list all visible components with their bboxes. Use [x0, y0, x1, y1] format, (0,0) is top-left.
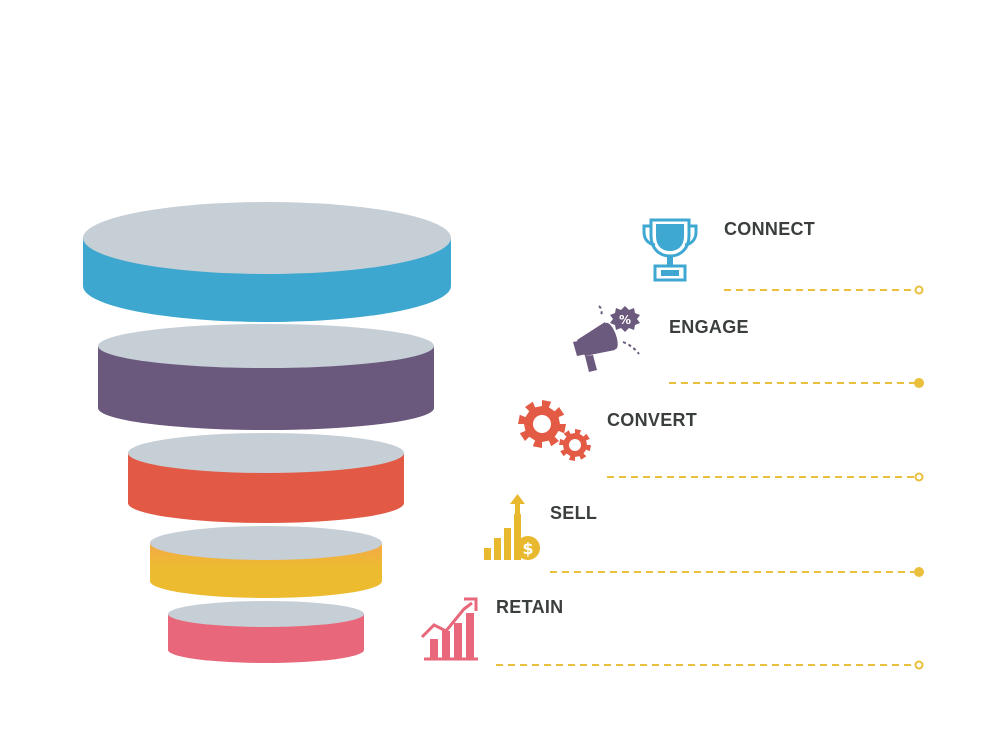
gears-icon: [518, 400, 591, 461]
funnel-layer-side: [168, 614, 364, 663]
funnel-layer-top: [128, 433, 404, 473]
funnel-layer-engage: [98, 324, 434, 430]
leader-dot-sell: [914, 567, 924, 577]
stage-label-retain: RETAIN: [496, 597, 564, 617]
megaphone-icon: %: [573, 305, 640, 372]
funnel-layer-connect: [83, 202, 451, 322]
leader-dot-convert: [914, 472, 924, 482]
svg-text:%: %: [619, 313, 631, 327]
growth-coin-icon: $: [484, 494, 540, 560]
stage-label-sell: SELL: [550, 503, 598, 523]
funnel-layer-top: [98, 324, 434, 368]
funnel-layer-side: [98, 346, 434, 430]
stage-label-convert: CONVERT: [607, 410, 698, 430]
rising-chart-icon: [420, 597, 478, 661]
leader-dot-connect: [914, 285, 924, 295]
stage-label-engage: ENGAGE: [669, 317, 749, 337]
stage-label-connect: CONNECT: [724, 219, 816, 239]
funnel-layer-top: [83, 202, 451, 274]
funnel-layer-top: [150, 526, 382, 560]
leader-dot-retain: [914, 660, 924, 670]
trophy-icon: [642, 218, 698, 282]
funnel-layer-sell: [150, 526, 382, 598]
leader-dot-engage: [914, 378, 924, 388]
funnel-layer-retain: [168, 601, 364, 663]
funnel-layer-convert: [128, 433, 404, 523]
svg-text:$: $: [522, 539, 533, 558]
funnel-layers: [83, 202, 451, 663]
funnel-layer-top: [168, 601, 364, 627]
funnel-layer-side: [128, 453, 404, 523]
